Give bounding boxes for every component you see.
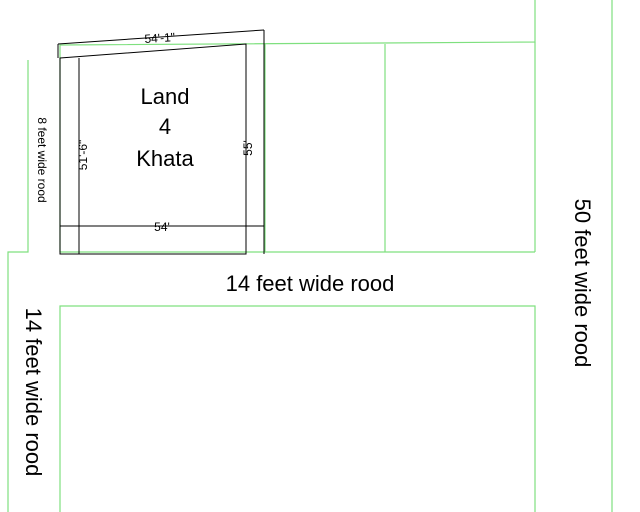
plot-label-line2: 4 (159, 114, 171, 139)
dim-bottom-label: 54' (154, 220, 170, 234)
dim-top-label: 54'-1" (144, 30, 175, 46)
left-road-edge (7, 60, 29, 512)
lower-block-outline (59, 305, 536, 512)
land-plot-outline (59, 43, 247, 255)
land-plot (57, 29, 265, 255)
road-label-left-narrow: 8 feet wide rood (35, 117, 49, 202)
dim-left-label: 51'-6" (76, 140, 90, 171)
dim-right-label: 55' (241, 140, 255, 156)
top-dim-line (57, 29, 265, 45)
road-label-right: 50 feet wide rood (570, 199, 595, 368)
upper-block-outline (59, 0, 536, 252)
road-label-middle: 14 feet wide rood (226, 271, 395, 296)
plot-label-line3: Khata (136, 146, 194, 171)
boundary-lines (7, 0, 613, 512)
plot-label-line1: Land (141, 84, 190, 109)
road-label-left-lower: 14 feet wide rood (21, 308, 46, 477)
